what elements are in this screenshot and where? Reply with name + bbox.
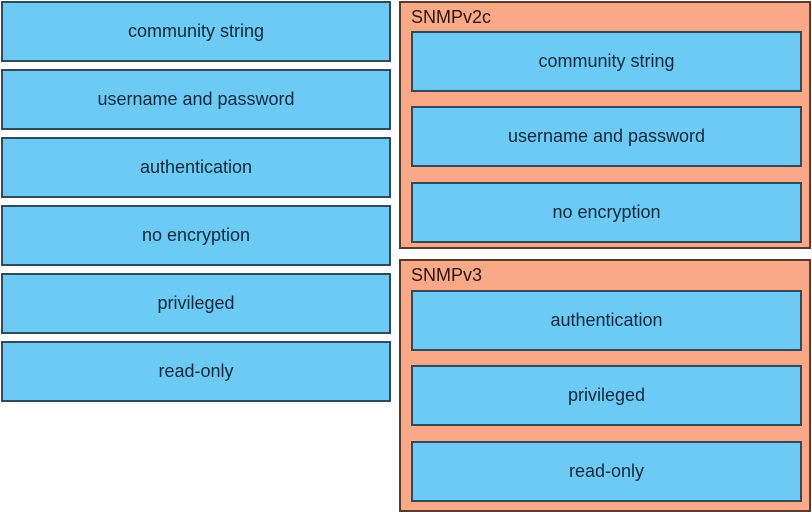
item-label: community string [127,21,265,41]
item-label: username and password [507,126,706,146]
source-item-no-encryption[interactable]: no encryption [1,205,391,266]
item-label: read-only [158,361,234,381]
target-item-privileged[interactable]: privileged [411,365,802,426]
item-label: authentication [550,310,663,330]
item-label: read-only [568,461,645,481]
target-item-username-and-password[interactable]: username and password [411,106,802,167]
target-group-snmpv3[interactable]: SNMPv3 authentication privileged read-on… [399,259,811,512]
source-item-privileged[interactable]: privileged [1,273,391,334]
target-item-authentication[interactable]: authentication [411,290,802,351]
item-label: no encryption [552,202,661,222]
source-item-community-string[interactable]: community string [1,1,391,62]
item-label: privileged [567,385,646,405]
source-item-authentication[interactable]: authentication [1,137,391,198]
target-group-snmpv2c[interactable]: SNMPv2c community string username and pa… [399,1,811,249]
target-item-community-string[interactable]: community string [411,31,802,92]
target-item-read-only[interactable]: read-only [411,441,802,502]
item-label: no encryption [141,225,251,245]
target-item-no-encryption[interactable]: no encryption [411,182,802,243]
item-label: username and password [97,89,295,109]
item-label: authentication [139,157,253,177]
source-item-username-and-password[interactable]: username and password [1,69,391,130]
group-title: SNMPv3 [411,265,483,285]
source-item-read-only[interactable]: read-only [1,341,391,402]
group-title: SNMPv2c [411,7,492,27]
item-label: community string [538,51,675,71]
item-label: privileged [157,293,235,313]
